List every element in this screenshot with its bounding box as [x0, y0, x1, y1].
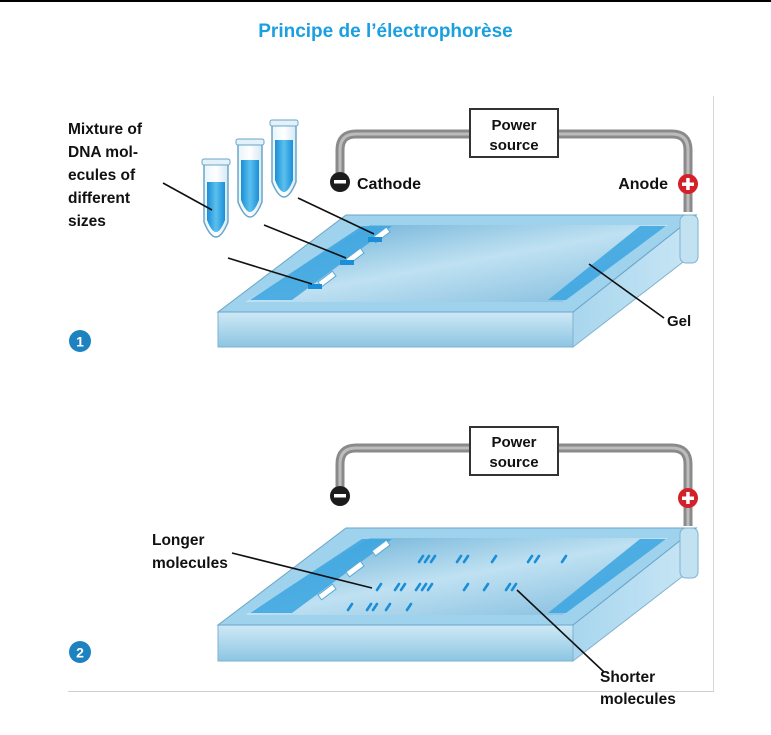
band [510, 582, 518, 592]
band [462, 554, 470, 564]
band [417, 554, 425, 564]
frame-bottom-rule [68, 691, 714, 692]
band [490, 554, 498, 564]
top-rule [0, 0, 771, 2]
page-title: Principe de l’électrophorèse [258, 21, 513, 42]
shorter-leader [516, 589, 605, 673]
step-2-badge [69, 641, 91, 663]
gel-tray-front [217, 311, 574, 348]
gel-leader [588, 263, 665, 319]
well-dna-1 [308, 284, 322, 289]
anode-label: Anode [618, 176, 668, 193]
well-2 [345, 560, 365, 578]
anode-cylinder [679, 527, 699, 579]
shorter-label-line2: molecules [600, 691, 676, 708]
longer-label-line2: molecules [152, 555, 228, 572]
gel-tray-front [217, 624, 574, 662]
band [405, 602, 413, 612]
step-1-number: 1 [76, 334, 84, 350]
power-source-label-line2: source [489, 454, 538, 471]
band [371, 602, 379, 612]
band [426, 582, 434, 592]
panel-1: Power source [68, 108, 699, 352]
well-dna-2 [340, 260, 354, 265]
minus-sign-icon [334, 494, 346, 498]
frame-right-rule [713, 96, 714, 691]
mixture-label-line4: different [68, 190, 130, 207]
step-1-badge [69, 330, 91, 352]
band [560, 554, 568, 564]
band [526, 554, 534, 564]
sample-tube-1 [201, 158, 231, 238]
longer-leader [231, 552, 373, 589]
tube-1-leader [227, 257, 313, 285]
mixture-leader [162, 182, 213, 211]
tube-2-leader [263, 224, 347, 259]
well-3 [371, 539, 391, 557]
power-source-box [469, 108, 559, 158]
band [482, 582, 490, 592]
dna-bands [346, 554, 568, 612]
mixture-label-line2: DNA mol- [68, 144, 138, 161]
band [393, 582, 401, 592]
shorter-label-line1: Shorter [600, 669, 655, 686]
anode-trough [548, 539, 666, 613]
band [384, 602, 392, 612]
band [533, 554, 541, 564]
power-source-box [469, 426, 559, 476]
sample-tube-2 [235, 138, 265, 218]
band [365, 602, 373, 612]
well-dna-3 [368, 237, 382, 242]
well-1 [317, 583, 337, 601]
anode-trough [548, 226, 666, 300]
band [462, 582, 470, 592]
band [504, 582, 512, 592]
mixture-label-line5: sizes [68, 213, 106, 230]
band [414, 582, 422, 592]
band [399, 582, 407, 592]
cathode-label: Cathode [357, 176, 421, 193]
power-source-label-line1: Power [491, 117, 536, 134]
anode-cylinder [679, 214, 699, 264]
band [423, 554, 431, 564]
band [375, 582, 383, 592]
cathode-trough [250, 226, 392, 300]
longer-label-line1: Longer [152, 532, 205, 549]
band [420, 582, 428, 592]
power-source-label-line1: Power [491, 434, 536, 451]
sample-tube-3 [269, 119, 299, 198]
tube-3-leader [297, 197, 375, 235]
gel-label: Gel [667, 313, 691, 330]
panel-2: Power source [69, 426, 699, 708]
mixture-label-line1: Mixture of [68, 121, 143, 138]
minus-sign-icon [334, 180, 346, 184]
step-2-number: 2 [76, 645, 84, 661]
mixture-label-line3: ecules of [68, 167, 136, 184]
band [429, 554, 437, 564]
band [455, 554, 463, 564]
band [346, 602, 354, 612]
power-source-label-line2: source [489, 137, 538, 154]
